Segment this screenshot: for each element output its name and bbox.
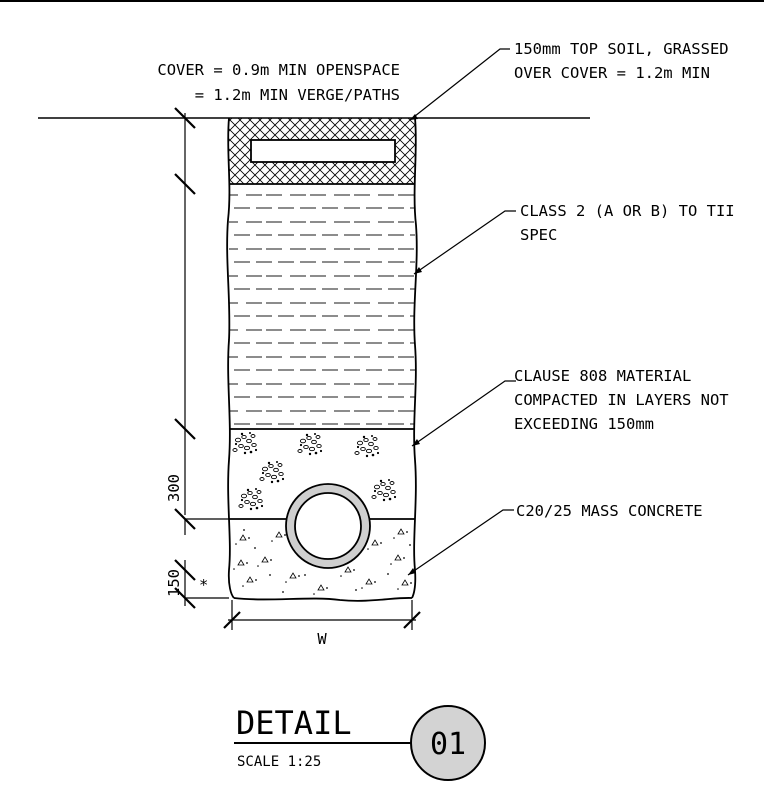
pipe-bore xyxy=(294,492,362,560)
bedding-dimension-label: 150 xyxy=(165,569,183,597)
clause808-leader-arrow xyxy=(412,439,420,446)
concrete-note: C20/25 MASS CONCRETE xyxy=(516,502,703,520)
detail-scale: SCALE 1:25 xyxy=(237,754,321,770)
concrete-leader-arrow xyxy=(408,568,416,575)
topsoil-leader xyxy=(409,48,510,121)
title-block: DETAIL SCALE 1:25 01 xyxy=(234,704,486,781)
bedding-note-asterisk: * xyxy=(199,576,208,594)
pipe-zone-dimension-label: 300 xyxy=(165,474,183,502)
class2-leader xyxy=(413,210,516,275)
concrete-bed xyxy=(232,528,413,596)
trench-base xyxy=(233,597,413,602)
vertical-dimension-chain xyxy=(174,107,229,609)
trench-section xyxy=(226,117,418,602)
clause808-note-line-1: CLAUSE 808 MATERIAL xyxy=(514,367,691,385)
tick-ground xyxy=(174,107,196,129)
topsoil-note-line-1: 150mm TOP SOIL, GRASSED xyxy=(514,40,729,58)
class2-note-line-2: SPEC xyxy=(520,226,557,244)
topsoil-note-line-2: OVER COVER = 1.2m MIN xyxy=(514,64,710,82)
cover-note-line-1: COVER = 0.9m MIN OPENSPACE xyxy=(157,61,400,79)
trench-wall-left xyxy=(226,117,235,599)
tick-class2 xyxy=(174,418,196,440)
clause808-note-line-3: EXCEEDING 150mm xyxy=(514,415,654,433)
tick-bedding-top xyxy=(174,559,196,581)
clause808-leader xyxy=(411,380,516,447)
cover-note-line-2: = 1.2m MIN VERGE/PATHS xyxy=(195,86,400,104)
marker-tape xyxy=(250,139,396,163)
topsoil-leader-arrow xyxy=(410,114,418,120)
class2-note-line-1: CLASS 2 (A OR B) TO TII xyxy=(520,202,735,220)
detail-number: 01 xyxy=(430,727,466,762)
class2-leader-arrow xyxy=(414,267,422,274)
detail-title: DETAIL xyxy=(236,704,352,742)
tick-topsoil xyxy=(174,173,196,195)
detail-number-bubble xyxy=(410,705,486,781)
concrete-leader xyxy=(407,509,514,576)
width-dimension-label: W xyxy=(317,630,327,648)
clause808-note-line-2: COMPACTED IN LAYERS NOT xyxy=(514,391,729,409)
class2-fill-layer xyxy=(229,184,415,429)
width-dimension xyxy=(223,600,421,630)
